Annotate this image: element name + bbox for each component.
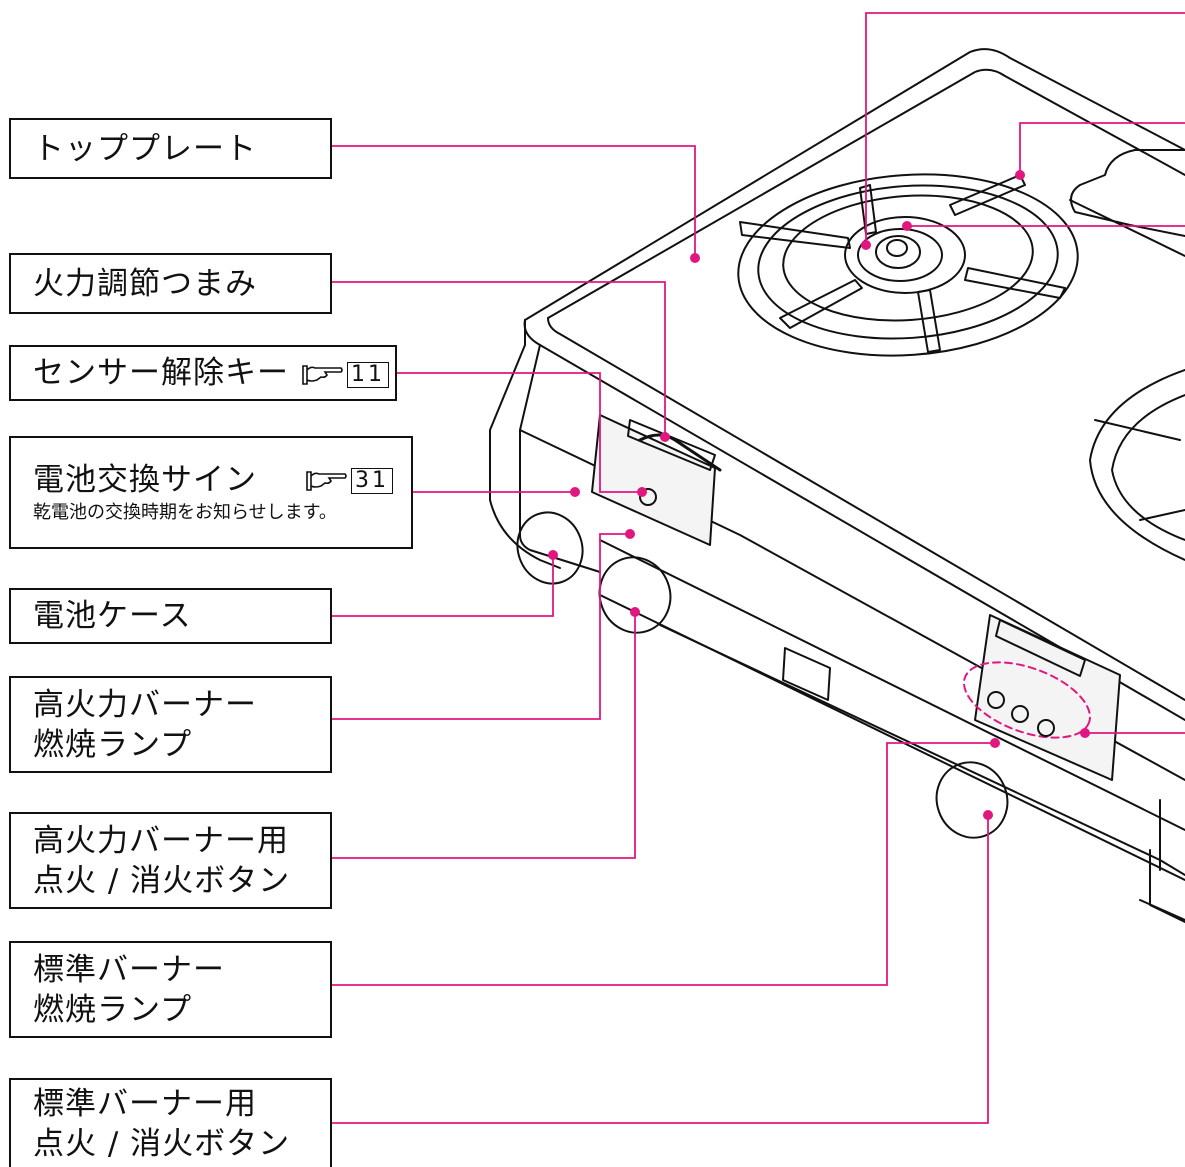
label-battery-sign: 電池交換サイン 31 乾電池の交換時期をお知らせします。 [9, 436, 413, 549]
leader-burner-cap [865, 12, 1185, 245]
label-battery-sign-line: 電池交換サイン 31 [33, 460, 411, 500]
leader-high-button [332, 612, 636, 859]
label-std-burner-lamp-line2: 燃焼ランプ [33, 991, 193, 1028]
label-heat-knob-text: 火力調節つまみ [33, 265, 257, 302]
reference-page-sensor: 11 [347, 361, 389, 388]
label-high-burner-button-line2: 点火 / 消火ボタン [33, 862, 291, 899]
leader-std-lamp [332, 742, 995, 986]
top-plate-outline [524, 48, 1185, 321]
label-sensor-release: センサー解除キー 11 [9, 345, 397, 401]
reference-page-battery: 31 [351, 468, 393, 494]
label-std-burner-button-line1: 標準バーナー用 [33, 1085, 257, 1122]
label-std-burner-button: 標準バーナー用 点火 / 消火ボタン [9, 1078, 332, 1167]
label-high-burner-button: 高火力バーナー用 点火 / 消火ボタン [9, 812, 332, 909]
label-battery-case-text: 電池ケース [33, 598, 192, 634]
leader-top-plate [332, 145, 696, 258]
label-sensor-release-text: センサー解除キー [33, 355, 289, 391]
leader-trivet [1019, 122, 1185, 175]
label-top-plate-text: トッププレート [33, 130, 257, 167]
leader-battery-case [332, 555, 554, 617]
label-std-burner-button-line2: 点火 / 消火ボタン [33, 1125, 291, 1162]
label-battery-sign-desc: 乾電池の交換時期をお知らせします。 [33, 501, 337, 523]
label-high-burner-button-line1: 高火力バーナー用 [33, 822, 289, 859]
leader-sensor-release [397, 372, 642, 493]
label-high-burner-lamp-line2: 燃焼ランプ [33, 726, 193, 763]
leader-group [332, 12, 1185, 1124]
reference-link-battery: 31 [305, 468, 393, 494]
leader-dots [548, 170, 1090, 820]
label-high-burner-lamp: 高火力バーナー 燃焼ランプ [9, 676, 332, 773]
label-battery-case: 電池ケース [9, 588, 332, 644]
label-battery-sign-text: 電池交換サイン [33, 461, 257, 498]
label-std-burner-lamp-line1: 標準バーナー [33, 951, 225, 988]
leader-high-lamp [332, 533, 630, 720]
pointing-hand-book-icon [302, 364, 343, 385]
leader-heat-knob [332, 281, 666, 437]
reference-link-sensor: 11 [301, 361, 389, 388]
label-high-burner-lamp-line1: 高火力バーナー [33, 686, 257, 723]
label-top-plate: トッププレート [9, 118, 332, 179]
pointing-hand-book-icon [306, 471, 347, 491]
leader-std-button [332, 815, 989, 1124]
label-std-burner-lamp: 標準バーナー 燃焼ランプ [9, 941, 332, 1038]
label-heat-knob: 火力調節つまみ [9, 253, 332, 314]
label-sensor-release-line: センサー解除キー 11 [33, 353, 395, 393]
